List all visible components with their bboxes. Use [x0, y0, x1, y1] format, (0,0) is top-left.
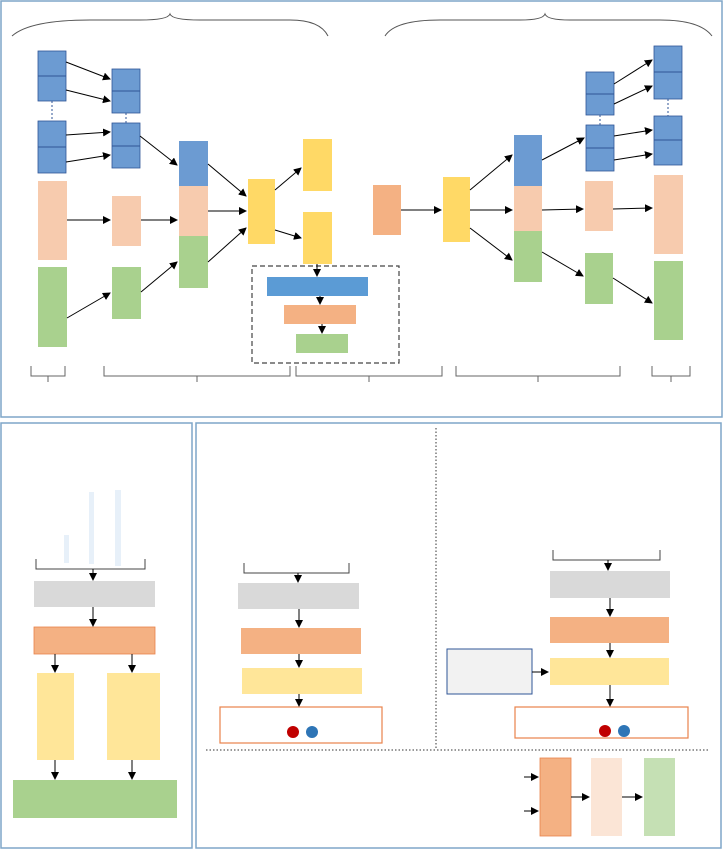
right-blue-column-2b [585, 124, 615, 172]
bl-gray-bar [34, 581, 155, 607]
bl-green-bar [13, 780, 177, 818]
br-side-input-box [446, 648, 533, 695]
legend-peach-block [591, 758, 622, 836]
right-blue-column-1a [653, 45, 683, 100]
left-peach-block-1 [38, 181, 67, 260]
left-merge-blue [179, 141, 208, 186]
bm-orange-bar [241, 628, 361, 654]
top-bottom-brackets [30, 366, 691, 382]
bm-blue-dot [306, 726, 318, 738]
right-peach-block-1 [654, 175, 683, 254]
left-output-yellow-2 [303, 212, 332, 264]
left-fusion-yellow [248, 179, 275, 244]
right-split-green [514, 231, 542, 282]
bm-output-box [219, 706, 383, 744]
left-blue-column-2a [111, 68, 141, 114]
br-arrows [532, 560, 614, 707]
bm-red-dot [287, 726, 299, 738]
legend-orange-block [539, 757, 572, 837]
left-green-block-1 [38, 267, 67, 347]
funnel-blue-bar [267, 277, 368, 296]
left-arrows [65, 61, 326, 334]
right-split-blue [514, 135, 542, 186]
br-red-dot [599, 725, 611, 737]
bl-orange-bar [33, 626, 156, 655]
left-peach-block-2 [112, 196, 141, 246]
br-blue-dot [618, 725, 630, 737]
legend-arrows [524, 773, 643, 815]
right-arrows [401, 59, 653, 304]
bm-yellow-bar [242, 668, 362, 694]
left-output-yellow-1 [303, 139, 332, 191]
bottom-right-panel-border [195, 422, 722, 849]
right-input-orange [373, 185, 401, 235]
br-gray-bar [550, 571, 670, 598]
right-peach-block-2 [585, 181, 613, 231]
top-panel-border [0, 0, 723, 418]
bl-arrows [51, 569, 136, 780]
bm-gray-bar [238, 583, 359, 609]
bm-bracket [243, 563, 350, 574]
top-right-brace [384, 12, 713, 37]
right-green-block-2 [585, 253, 613, 304]
faded-text-marks [64, 490, 121, 566]
left-blue-column-1b [37, 120, 67, 174]
legend-green-block [644, 758, 675, 836]
br-orange-bar [550, 617, 669, 643]
top-left-brace [11, 12, 329, 37]
left-merge-green [179, 236, 208, 288]
funnel-orange-bar [284, 305, 356, 324]
decoder-dashed-box [251, 265, 400, 364]
bottom-left-panel-border [0, 422, 193, 849]
br-bracket [552, 550, 661, 561]
left-merge-peach [179, 186, 208, 236]
left-blue-column-2b [111, 122, 141, 169]
bm-arrows [294, 573, 303, 707]
right-split-peach [514, 186, 542, 231]
left-green-block-2 [112, 267, 141, 319]
br-yellow-bar [550, 658, 669, 685]
right-fusion-yellow [443, 177, 470, 242]
funnel-green-bar [296, 334, 348, 353]
bl-yellow-block-1 [37, 673, 74, 760]
right-blue-column-1b [653, 115, 683, 166]
right-green-block-1 [654, 261, 683, 340]
right-blue-column-2a [585, 71, 615, 116]
bl-bracket [35, 559, 146, 570]
bl-yellow-block-2 [107, 673, 160, 760]
left-blue-column-1a [37, 50, 67, 102]
